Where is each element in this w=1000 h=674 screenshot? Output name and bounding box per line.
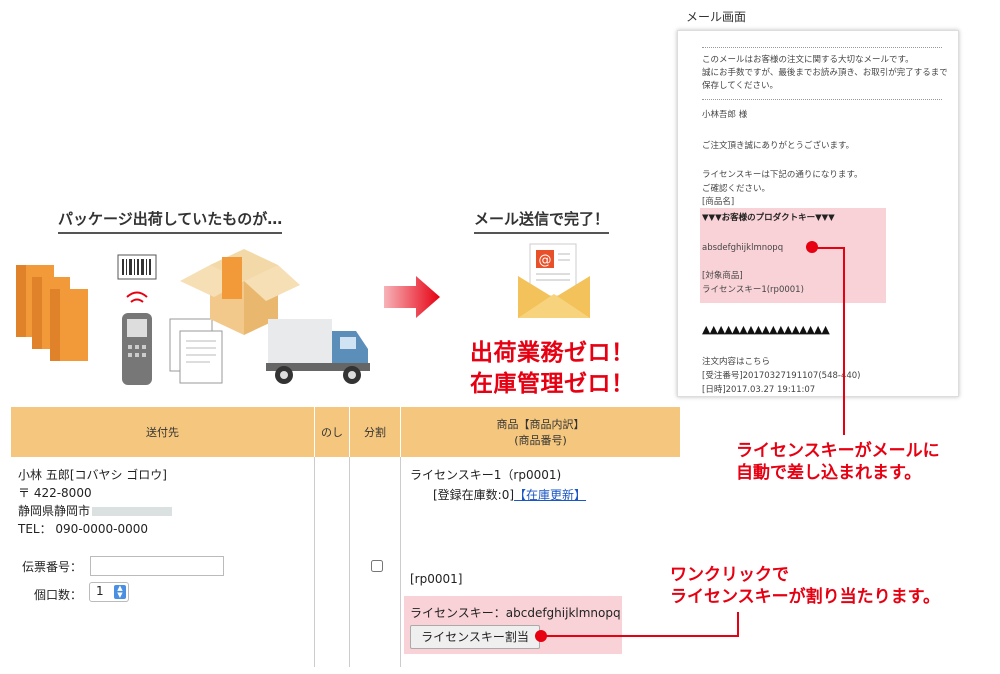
customer-address: 静岡県静岡市 (18, 502, 173, 519)
mail-target-product: ライセンスキー1(rp0001) (702, 285, 804, 295)
divider (702, 99, 942, 100)
table-divider (314, 457, 315, 667)
table-header-product-line1: 商品【商品内訳】 (496, 418, 585, 431)
pieces-select[interactable]: 1 ▲▼ (89, 582, 129, 602)
split-checkbox[interactable] (371, 560, 383, 572)
customer-name: 小林 五郎[コバヤシ ゴロウ] (18, 468, 167, 482)
one-click-callout-line1: ワンクリックで (670, 565, 789, 585)
connector-line (811, 247, 844, 249)
table-divider (349, 457, 350, 667)
table-header-split: 分割 (350, 407, 401, 457)
truck-icon (266, 319, 370, 384)
divider (702, 47, 942, 48)
product-code: [rp0001] (410, 572, 463, 586)
license-key-line: ライセンスキー：abcdefghijklmnopq (410, 606, 621, 620)
mail-intro-line: 誠にお手数ですが、最後までお読み頂き、お取引が完了するまで (702, 68, 948, 78)
mail-license-intro: [商品名] (702, 197, 735, 207)
arrow-right-icon (384, 276, 440, 318)
assign-license-button[interactable]: ライセンスキー割当 (410, 625, 540, 649)
mail-license-intro: ご確認ください。 (702, 184, 771, 194)
stock-update-link[interactable]: 【在庫更新】 (514, 488, 587, 502)
mail-intro-line: このメールはお客様の注文に関する大切なメールです。 (702, 55, 914, 65)
mail-order-number: [受注番号]20170327191107(548-440) (702, 371, 861, 381)
mail-envelope-icon: @ (518, 243, 590, 318)
mail-customer-name: 小林吾郎 様 (702, 110, 748, 120)
document-icon (169, 318, 223, 384)
mail-key-highlight (700, 208, 886, 303)
table-divider (400, 457, 401, 667)
mail-target-label: [対象商品] (702, 271, 743, 281)
one-click-callout-line2: ライセンスキーが割り当たります。 (670, 587, 940, 607)
barcode-scanner-icon (117, 254, 157, 385)
open-box-icon (180, 249, 300, 335)
middle-heading: メール送信で完了！ (474, 208, 610, 234)
stepper-arrows-icon[interactable]: ▲▼ (114, 585, 126, 599)
left-heading: パッケージ出荷していたものが… (58, 208, 283, 234)
mail-product-key-header: ▼▼▼お客様のプロダクトキー▼▼▼ (702, 213, 835, 223)
mail-screen-title: メール画面 (686, 10, 747, 24)
package-box-icon (16, 265, 88, 361)
table-header-product: 商品【商品内訳】 (商品番号) (401, 407, 681, 457)
zero-shipping-text: 出荷業務ゼロ！ (470, 340, 635, 366)
mail-insert-callout-line1: ライセンスキーがメールに (736, 441, 940, 461)
table-header-destination: 送付先 (11, 407, 315, 457)
mail-preview-panel: このメールはお客様の注文に関する大切なメールです。 誠にお手数ですが、最後までお… (677, 30, 959, 397)
address-redacted (92, 507, 173, 516)
pieces-label: 個口数： (34, 588, 83, 602)
mail-intro-line: 保存してください。 (702, 81, 778, 91)
table-header-noshi: のし (315, 407, 350, 457)
customer-address-text: 静岡県静岡市 (18, 504, 91, 518)
pieces-select-value: 1 (96, 584, 104, 598)
mail-insert-callout-line2: 自動で差し込まれます。 (736, 463, 922, 483)
customer-tel: TEL： 090-0000-0000 (18, 522, 149, 536)
mail-thanks: ご注文頂き誠にありがとうございます。 (702, 141, 855, 151)
mail-license-intro: ライセンスキーは下記の通りになります。 (702, 170, 863, 180)
product-name: ライセンスキー1（rp0001) (410, 468, 562, 482)
slip-number-label: 伝票番号： (22, 560, 83, 574)
slip-number-input[interactable] (90, 556, 224, 576)
svg-text:@: @ (539, 253, 552, 268)
mail-order-link-label: 注文内容はこちら (702, 357, 771, 367)
package-shipping-illustration (16, 249, 370, 385)
zero-inventory-text: 在庫管理ゼロ！ (470, 371, 635, 397)
connector-line (843, 247, 845, 435)
mail-license-key: absdefghijklmnopq (702, 243, 784, 253)
connector-line (737, 612, 739, 637)
table-header-product-line2: (商品番号) (514, 434, 567, 447)
mail-order-date: [日時]2017.03.27 19:11:07 (702, 385, 816, 395)
connector-line (541, 635, 738, 637)
mail-triangle-divider: ▲▲▲▲▲▲▲▲▲▲▲▲▲▲▲▲▲ (702, 323, 830, 336)
customer-zip: 〒 422-8000 (18, 486, 92, 500)
stock-info: [登録在庫数:0]【在庫更新】 (433, 486, 586, 503)
stock-count: [登録在庫数:0] (433, 488, 515, 502)
